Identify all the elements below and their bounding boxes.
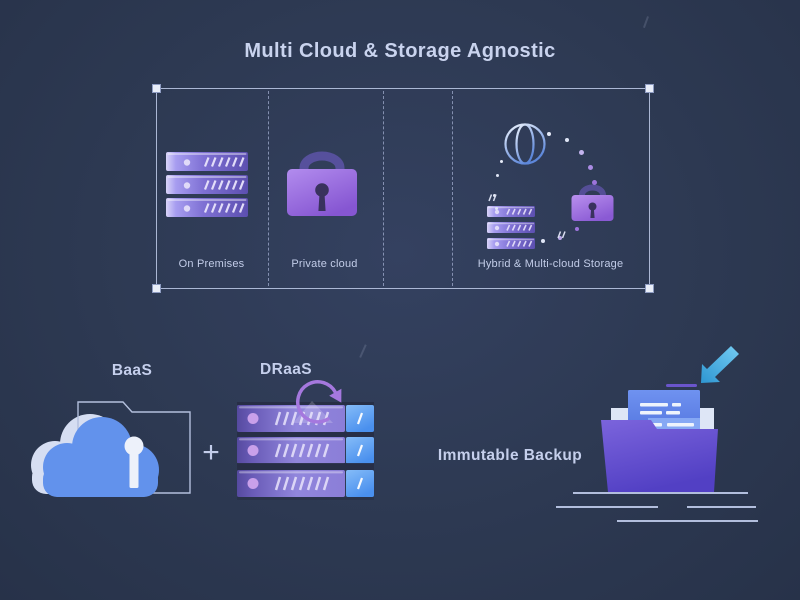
server-stack-restore-icon	[235, 380, 376, 500]
on-premises-label: On Premises	[178, 258, 245, 270]
document-text-lines	[640, 403, 681, 415]
padlock-icon	[287, 151, 357, 216]
panel-divider-1	[268, 91, 269, 286]
plus-sign: +	[202, 436, 220, 469]
private-cloud-label: Private cloud	[291, 258, 358, 270]
ground-lines	[556, 492, 758, 522]
keyhole-shape	[124, 436, 144, 488]
small-padlock-icon	[571, 184, 614, 221]
small-server-stack-icon	[487, 206, 535, 249]
folder-shape	[601, 420, 718, 492]
immutable-backup-label: Immutable Backup	[437, 447, 583, 464]
front-cloud-shape	[43, 417, 159, 497]
slot-dash	[666, 384, 697, 387]
folder-documents-arrow-icon	[556, 346, 758, 522]
selection-handle-bottom-left[interactable]	[152, 284, 161, 293]
document-right	[698, 408, 714, 432]
restore-arrow-icon	[296, 380, 342, 424]
globe-icon	[504, 123, 546, 165]
server-stack-icon	[166, 152, 248, 218]
baas-label: BaaS	[111, 362, 153, 379]
speed-mark-icon	[557, 231, 566, 239]
panel-divider-3	[452, 91, 453, 286]
selection-handle-top-right[interactable]	[645, 84, 654, 93]
cloud-keyhole-folder-icon	[31, 401, 191, 497]
selection-box[interactable]	[152, 84, 654, 293]
film-scratch	[642, 16, 649, 28]
download-arrow-icon	[701, 346, 739, 383]
draas-label: DRaaS	[260, 361, 312, 378]
panel-divider-2	[383, 91, 384, 286]
selection-handle-bottom-right[interactable]	[645, 284, 654, 293]
film-scratch	[359, 344, 367, 358]
hybrid-multicloud-label: Hybrid & Multi-cloud Storage	[477, 258, 624, 270]
speed-mark-icon	[488, 194, 497, 202]
selection-handle-top-left[interactable]	[152, 84, 161, 93]
page-title: Multi Cloud & Storage Agnostic	[244, 40, 556, 62]
